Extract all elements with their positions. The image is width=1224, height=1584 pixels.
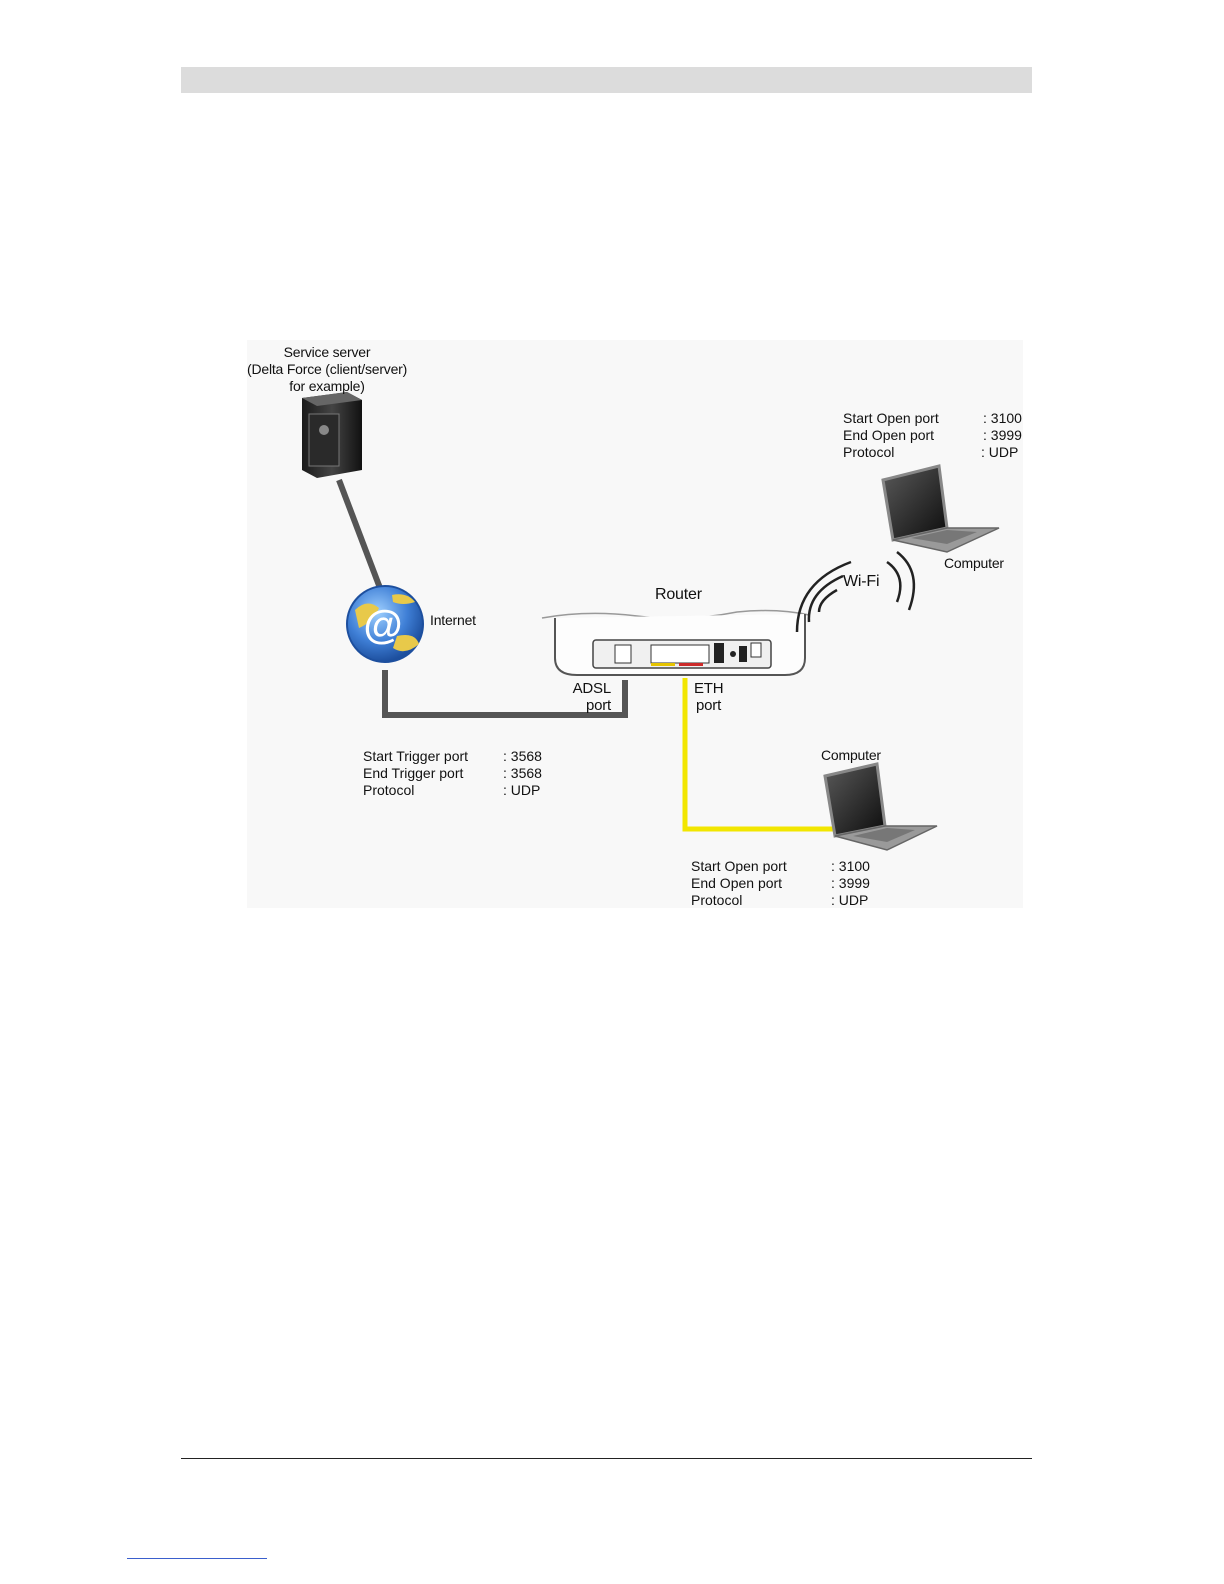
network-diagram: @ [247,340,1023,908]
wifi-label: Wi-Fi [843,573,880,590]
router-label: Router [655,586,702,603]
setting-key: Protocol [843,444,895,460]
eth-port-label: ETH port [694,680,724,714]
setting-key: End Trigger port [363,765,464,781]
setting-key: Protocol [691,892,743,908]
server-cable [336,478,383,590]
adsl-port-label-line: port [585,697,611,714]
footer-rule [181,1458,1032,1459]
computer-eth-label: Computer [821,747,881,763]
adsl-port-label-line: ADSL [572,680,612,697]
eth-cable [682,678,845,832]
setting-key: End Open port [843,427,935,443]
eth-port-settings: Start Open port : 3100 End Open port : 399… [691,858,870,909]
adsl-cable [382,670,628,718]
setting-key: Protocol [363,782,415,798]
internet-globe-icon: @ [346,585,424,663]
server-icon [302,392,362,478]
server-label-line: (Delta Force (client/server) [247,361,408,377]
setting-value: : UDP [831,892,869,908]
setting-key: Start Trigger port [363,748,469,764]
laptop-wifi-icon [881,464,1000,553]
setting-key: End Open port [691,875,783,891]
setting-value: : 3999 [983,427,1022,443]
eth-port-label-line: port [696,697,722,714]
computer-wifi-label: Computer [944,555,1004,571]
internet-label: Internet [430,612,476,628]
setting-value: : 3999 [831,875,870,891]
setting-value: : UDP [503,782,541,798]
adsl-port-label: ADSL port [571,680,612,714]
setting-value: : 3100 [831,858,870,874]
wifi-signal-icon [795,551,916,633]
server-label: Service server (Delta Force (client/serv… [247,344,407,395]
setting-value: : 3568 [503,748,542,764]
setting-value: : 3100 [983,410,1022,426]
trigger-port-settings: Start Trigger port : 3568 End Trigger por… [363,748,542,799]
setting-value: : 3568 [503,765,542,781]
footnote-rule [127,1558,267,1559]
setting-key: Start Open port [691,858,787,874]
setting-value: : UDP [981,444,1019,460]
wifi-port-settings: Start Open port : 3100 End Open port : 399… [843,410,1022,461]
header-band [181,67,1032,93]
router-icon [541,609,810,676]
laptop-eth-icon [823,762,938,851]
svg-text:@: @ [363,603,402,647]
server-label-line: Service server [283,344,371,360]
server-label-line: for example) [289,378,365,394]
eth-port-label-line: ETH [694,680,724,697]
diagram-graphics: @ [302,392,1000,851]
setting-key: Start Open port [843,410,939,426]
